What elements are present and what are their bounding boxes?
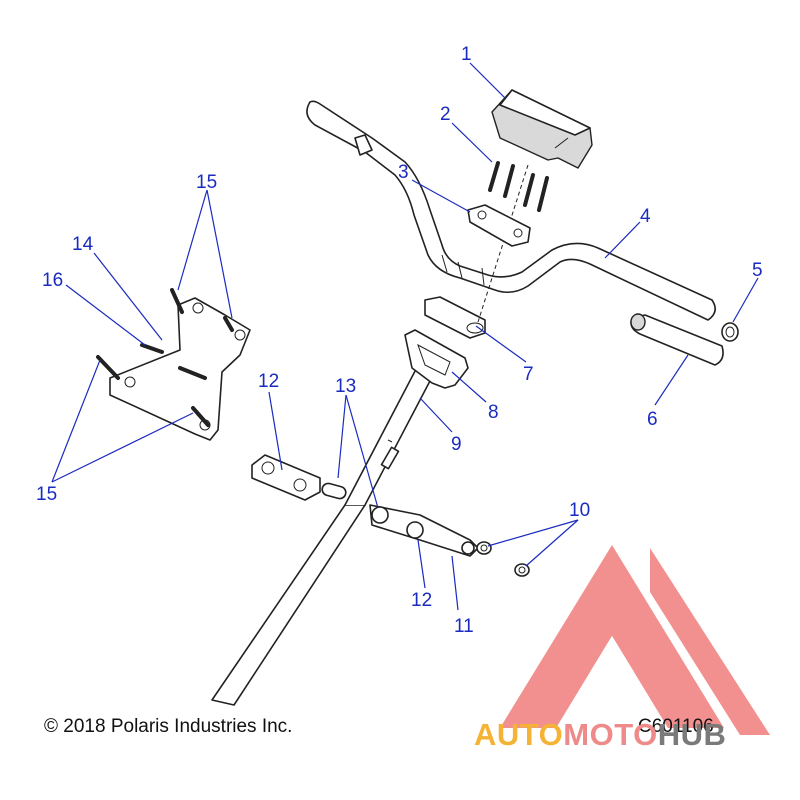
handlebar-cover xyxy=(491,89,593,169)
callout-1: 1 xyxy=(461,44,472,65)
callout-3: 3 xyxy=(398,162,409,183)
callout-12-left: 12 xyxy=(258,371,279,392)
nuts xyxy=(476,541,530,577)
callout-14: 14 xyxy=(72,234,94,255)
grip xyxy=(630,313,724,366)
callout-7: 7 xyxy=(523,364,534,385)
leader-lines xyxy=(51,62,759,611)
top-clamp xyxy=(467,204,531,247)
bolts xyxy=(488,161,549,212)
callout-15-top: 15 xyxy=(196,172,217,193)
watermark-part-3: HUB xyxy=(657,717,727,752)
callout-4: 4 xyxy=(640,206,651,227)
callout-12-bottom: 12 xyxy=(411,590,432,611)
riser-clamp xyxy=(424,296,486,339)
callout-8: 8 xyxy=(488,402,499,423)
callout-15-bottom: 15 xyxy=(36,484,57,505)
clamp-block xyxy=(251,454,321,501)
callout-9: 9 xyxy=(451,434,462,455)
callout-6: 6 xyxy=(647,409,658,430)
callout-10: 10 xyxy=(569,500,590,521)
callout-13: 13 xyxy=(335,376,356,397)
callout-labels: 1 2 3 4 5 6 7 8 9 10 11 12 12 13 14 15 1… xyxy=(36,44,763,637)
end-plug xyxy=(721,322,739,342)
watermark-text: AUTOMOTOHUB xyxy=(474,717,726,753)
handlebar xyxy=(306,100,716,321)
watermark-part-2: MOTO xyxy=(563,717,658,752)
drawing-code: C601106 xyxy=(638,716,714,737)
lower-linkage xyxy=(369,504,479,557)
callout-5: 5 xyxy=(752,260,763,281)
watermark-part-1: AUTO xyxy=(474,717,564,752)
copyright-text: © 2018 Polaris Industries Inc. xyxy=(44,716,293,737)
callout-2: 2 xyxy=(440,104,451,125)
callout-16: 16 xyxy=(42,270,63,291)
pins xyxy=(321,482,347,500)
callout-11: 11 xyxy=(454,616,474,637)
watermark-logo-icon xyxy=(500,545,770,735)
plate-bolts xyxy=(96,288,234,427)
column-bracket xyxy=(404,329,469,389)
